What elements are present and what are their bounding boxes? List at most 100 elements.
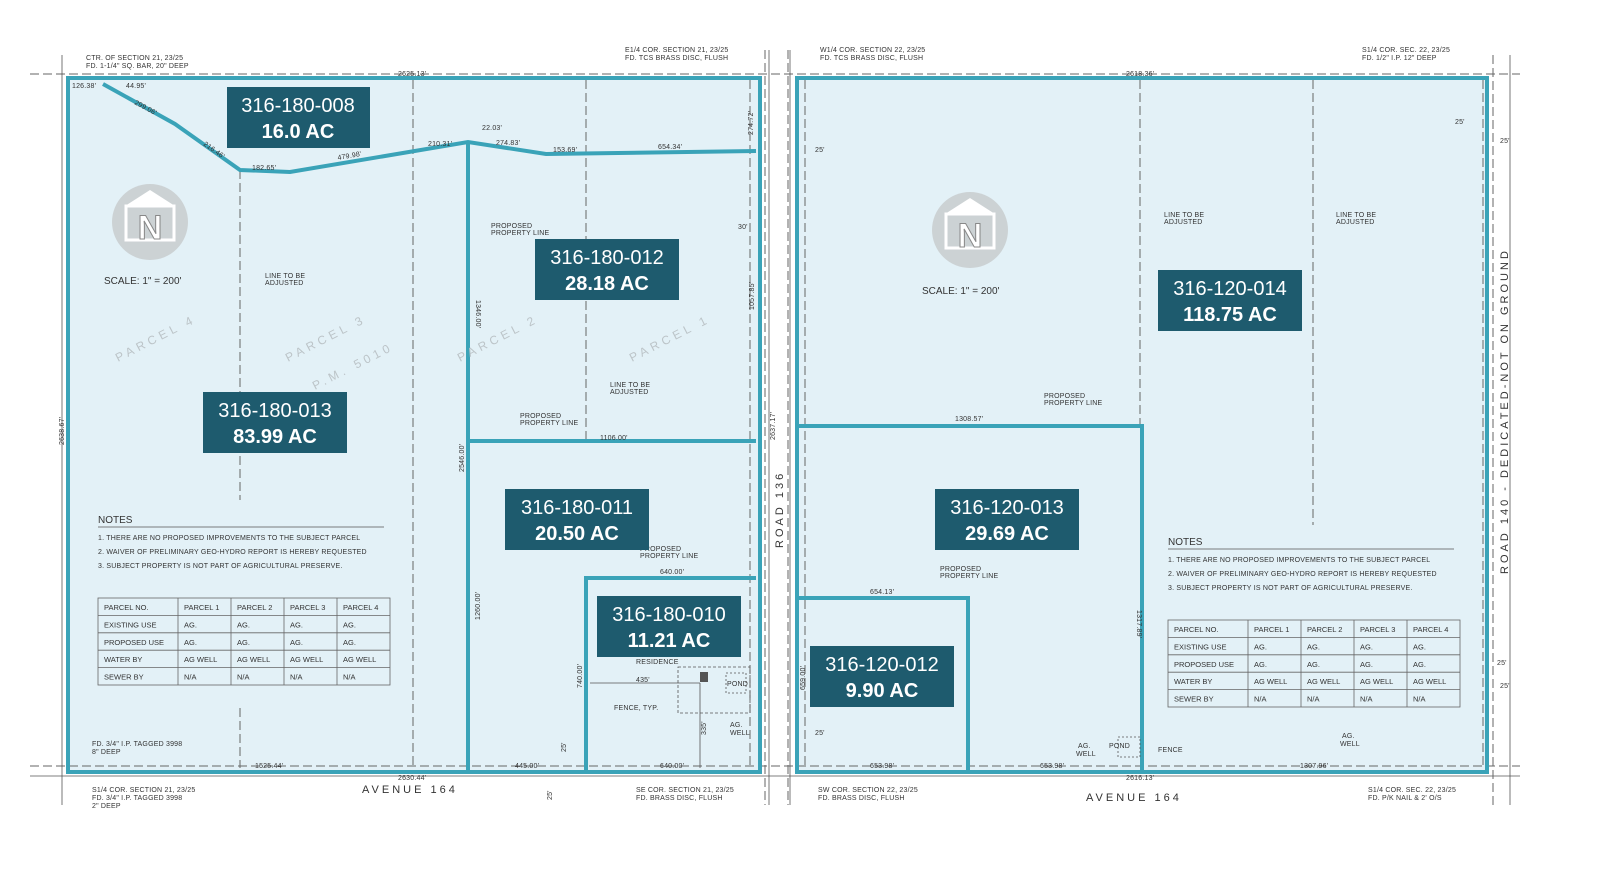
table-cell: WATER BY [104,655,142,664]
table-cell: N/A [1254,695,1267,704]
table-cell: N/A [290,673,303,682]
svg-text:118.75 AC: 118.75 AC [1183,304,1277,326]
svg-text:PROPERTY LINE: PROPERTY LINE [640,553,698,560]
table-cell: AG. [1254,642,1267,651]
svg-text:2. WAIVER OF PRELIMINARY GEO-H: 2. WAIVER OF PRELIMINARY GEO-HYDRO REPOR… [98,549,367,556]
svg-text:316-120-014: 316-120-014 [1173,278,1286,300]
svg-text:126.38': 126.38' [72,83,96,90]
svg-text:N: N [958,217,983,255]
svg-text:SW COR. SECTION 22, 23/25: SW COR. SECTION 22, 23/25 [818,787,918,794]
avenue-label: AVENUE 164 [1086,792,1182,804]
svg-text:25': 25' [815,730,825,737]
notes-block-right: NOTES 1. THERE ARE NO PROPOSED IMPROVEME… [1168,537,1454,592]
svg-text:2625.13': 2625.13' [398,71,426,78]
svg-text:2638.67': 2638.67' [59,417,66,445]
svg-text:1525.44': 1525.44' [255,763,283,770]
svg-text:AG.: AG. [1078,743,1091,750]
parcel-boundaries [66,76,1489,774]
svg-text:83.99 AC: 83.99 AC [233,426,317,448]
svg-text:FD. P/K NAIL & 2' O/S: FD. P/K NAIL & 2' O/S [1368,795,1442,802]
svg-text:30': 30' [738,224,748,231]
scale-label: SCALE: 1" = 200' [104,276,182,287]
notes-block-left: NOTES 1. THERE ARE NO PROPOSED IMPROVEME… [98,515,384,570]
svg-text:ADJUSTED: ADJUSTED [1336,219,1375,226]
svg-text:25': 25' [561,742,568,752]
svg-text:2630.44': 2630.44' [398,775,426,782]
svg-text:ADJUSTED: ADJUSTED [1164,219,1203,226]
svg-text:PROPOSED: PROPOSED [491,223,532,230]
svg-text:445.00': 445.00' [515,763,539,770]
avenue-label: AVENUE 164 [362,784,458,796]
scale-label: SCALE: 1" = 200' [922,286,1000,297]
road-136-label: ROAD 136 [774,471,786,548]
table-cell: AG. [1307,660,1320,669]
svg-text:FD. 3/4" I.P. TAGGED 3998: FD. 3/4" I.P. TAGGED 3998 [92,795,182,802]
svg-text:316-180-013: 316-180-013 [218,400,331,422]
table-cell: PARCEL 3 [290,603,325,612]
table-frame [97,597,391,686]
svg-text:FD. TCS BRASS DISC, FLUSH: FD. TCS BRASS DISC, FLUSH [625,55,728,62]
table-cell: N/A [1307,695,1320,704]
svg-text:8" DEEP: 8" DEEP [92,749,121,756]
svg-text:2637.17': 2637.17' [770,412,777,440]
svg-text:316-180-010: 316-180-010 [612,604,725,626]
table-cell: AG. [237,638,250,647]
table-cell: PROPOSED USE [104,638,164,647]
svg-text:653.98': 653.98' [1040,763,1064,770]
svg-text:1307.96': 1307.96' [1300,763,1328,770]
svg-text:210.31': 210.31' [428,141,452,148]
svg-text:1346.00': 1346.00' [474,300,481,328]
svg-text:2618.36': 2618.36' [1126,71,1154,78]
svg-text:654.13': 654.13' [870,589,894,596]
svg-text:1308.57': 1308.57' [955,416,983,423]
svg-text:FD. BRASS DISC, FLUSH: FD. BRASS DISC, FLUSH [636,795,723,802]
table-cell: WATER BY [1174,677,1212,686]
svg-text:FD. TCS BRASS DISC, FLUSH: FD. TCS BRASS DISC, FLUSH [820,55,923,62]
table-cell: EXISTING USE [1174,642,1227,651]
table-cell: AG WELL [290,655,323,664]
svg-text:25': 25' [1500,683,1510,690]
svg-text:FD. 1/2" I.P. 12" DEEP: FD. 1/2" I.P. 12" DEEP [1362,55,1437,62]
svg-text:335': 335' [701,721,708,735]
svg-text:1057.85': 1057.85' [749,282,756,310]
svg-text:S1/4 COR. SEC. 22, 23/25: S1/4 COR. SEC. 22, 23/25 [1368,787,1456,794]
table-cell: EXISTING USE [104,620,157,629]
svg-text:25': 25' [547,790,554,800]
svg-text:SE COR. SECTION 21, 23/25: SE COR. SECTION 21, 23/25 [636,787,734,794]
svg-text:1317.89': 1317.89' [1135,610,1142,638]
table-cell: PARCEL 2 [237,603,272,612]
svg-text:AG.: AG. [1342,733,1355,740]
table-cell: AG. [237,620,250,629]
apn-label-013: 316-180-013 83.99 AC [203,392,347,453]
svg-text:653.98': 653.98' [870,763,894,770]
svg-text:FD. 1-1/4" SQ. BAR, 20" DEEP: FD. 1-1/4" SQ. BAR, 20" DEEP [86,63,189,70]
table-cell: AG. [290,638,303,647]
table-cell: N/A [343,673,356,682]
svg-text:3. SUBJECT PROPERTY IS NOT PAR: 3. SUBJECT PROPERTY IS NOT PART OF AGRIC… [1168,585,1413,592]
table-cell: PARCEL 1 [184,603,219,612]
svg-text:WELL: WELL [1076,751,1096,758]
svg-text:PROPERTY LINE: PROPERTY LINE [940,573,998,580]
table-cell: SEWER BY [1174,695,1214,704]
svg-text:WELL: WELL [1340,741,1360,748]
table-cell: AG. [1307,642,1320,651]
table-cell: AG. [184,638,197,647]
table-cell: N/A [1413,695,1426,704]
svg-text:POND: POND [1109,743,1130,750]
svg-text:2" DEEP: 2" DEEP [92,803,121,810]
svg-text:PROPERTY LINE: PROPERTY LINE [1044,400,1102,407]
svg-text:3. SUBJECT PROPERTY IS NOT PAR: 3. SUBJECT PROPERTY IS NOT PART OF AGRIC… [98,563,343,570]
svg-text:S1/4 COR. SEC. 22, 23/25: S1/4 COR. SEC. 22, 23/25 [1362,47,1450,54]
svg-text:25': 25' [1455,119,1465,126]
apn-label-010: 316-180-010 11.21 AC [597,596,741,657]
table-cell: AG. [184,620,197,629]
svg-text:AG.: AG. [730,722,743,729]
svg-text:44.95': 44.95' [126,83,146,90]
svg-text:ADJUSTED: ADJUSTED [265,280,304,287]
table-cell: AG WELL [343,655,376,664]
svg-text:S1/4 COR. SECTION 21, 23/25: S1/4 COR. SECTION 21, 23/25 [92,787,195,794]
north-arrow-icon: N [932,192,1008,268]
svg-text:740.00': 740.00' [577,664,584,688]
apn-label-120-012: 316-120-012 9.90 AC [810,646,954,707]
